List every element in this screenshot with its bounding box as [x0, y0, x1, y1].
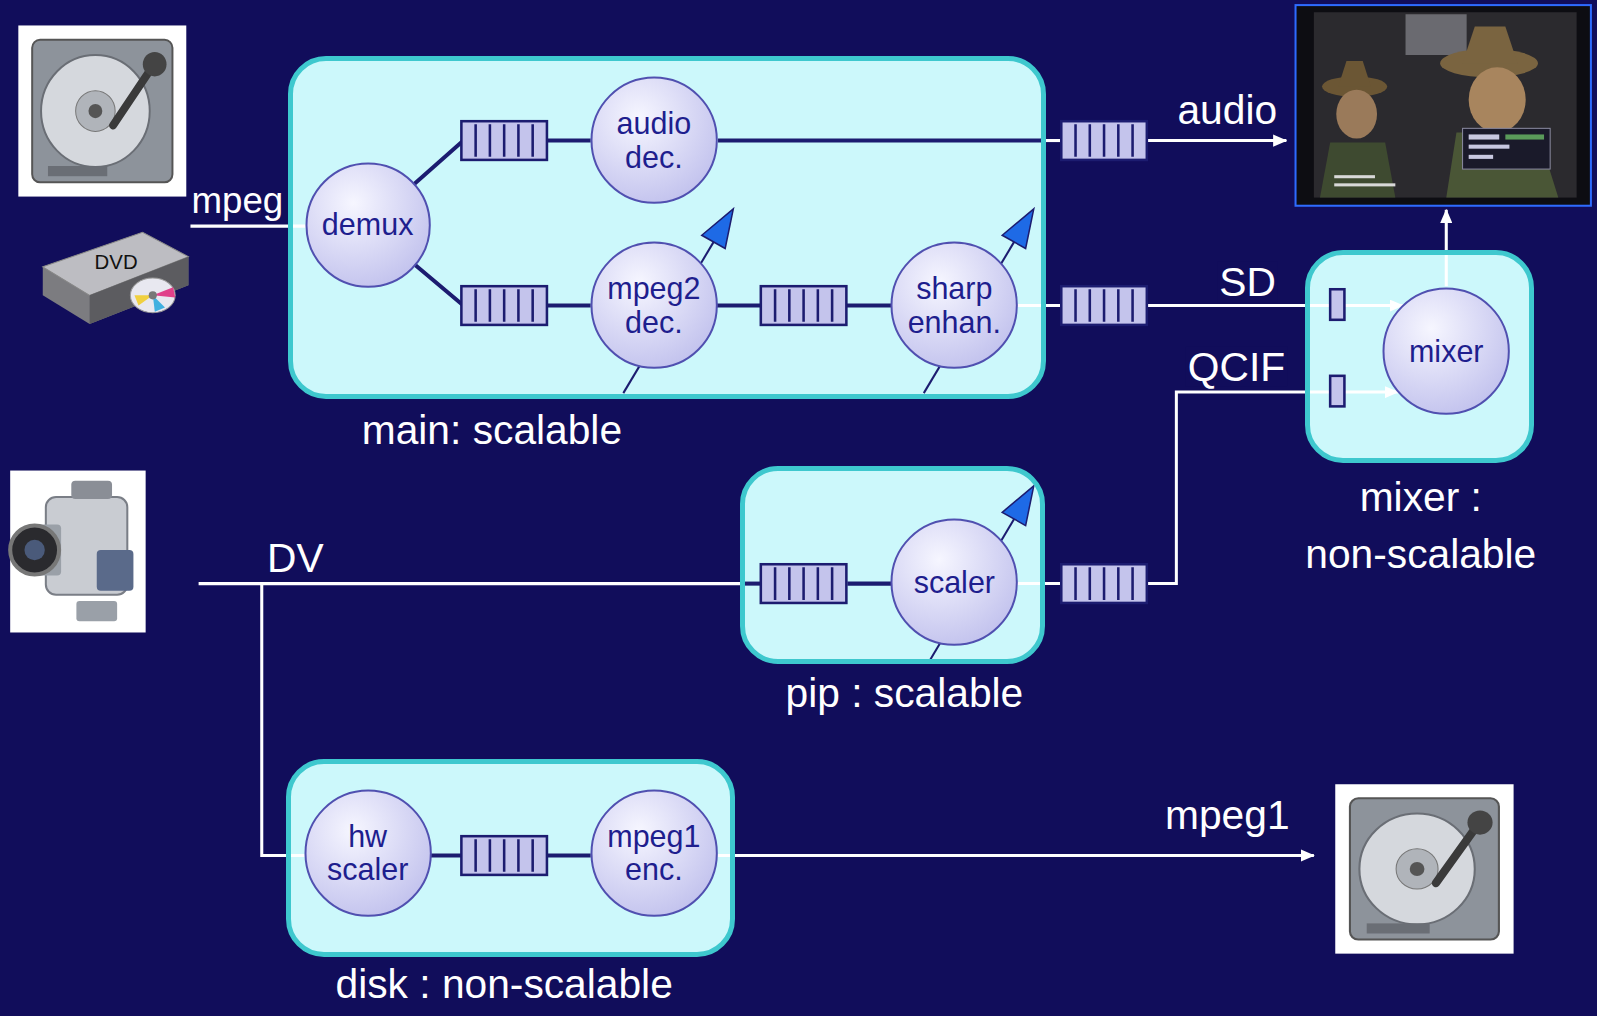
word: mpeg2 [607, 271, 700, 305]
signal-label: mpeg1 [1165, 794, 1290, 835]
word: hw [348, 819, 387, 853]
dvd-drive-icon [43, 232, 189, 324]
process-name: mpeg2 dec. [607, 272, 700, 339]
word: mixer [1409, 334, 1484, 368]
word: : [851, 669, 862, 715]
group-label: pip : scalable [786, 672, 1024, 713]
process-circle: scaler [890, 518, 1018, 646]
label-box: mpeg1 [1165, 794, 1290, 835]
circle-text-box: mixer [1409, 335, 1484, 369]
word: sharp [916, 271, 992, 305]
group-fill [288, 761, 733, 956]
signal-label: DV [267, 538, 324, 579]
label-box: audio [1177, 90, 1277, 131]
process-name: sharp enhan. [908, 272, 1001, 339]
word: : [1471, 474, 1482, 520]
edge-label-box: SD [1217, 262, 1278, 303]
signal-label: QCIF [1186, 346, 1287, 387]
hard-disk-icon [18, 25, 186, 196]
word: enc. [625, 852, 683, 886]
circle-text-box: audio dec. [617, 107, 692, 174]
process-name: mixer [1409, 335, 1484, 369]
label-box: DVD [95, 252, 138, 272]
word: audio [617, 106, 692, 140]
group-box: mixermixer : non-scalable [1305, 250, 1534, 464]
signal-label: mpeg [191, 182, 283, 219]
word: mixer [1360, 474, 1460, 520]
group-box: hw scalermpeg1 enc.disk : non-scalable [286, 759, 735, 958]
word: scaler [914, 565, 995, 599]
word: disk [335, 960, 407, 1006]
word: scalable [473, 406, 622, 452]
process-name: scaler [914, 566, 995, 600]
signal-label: DVD [95, 252, 138, 272]
word: scalable [874, 669, 1023, 715]
word: mpeg1 [607, 819, 700, 853]
circle-text-box: mpeg2 dec. [607, 272, 700, 339]
group-fill [742, 468, 1043, 662]
process-circle: sharp enhan. [890, 241, 1018, 369]
circle-shape [591, 791, 716, 916]
circle-text-box: hw scaler [327, 820, 408, 887]
signal-label: SD [1217, 262, 1278, 303]
monitor-picture [1296, 5, 1591, 206]
word: demux [322, 207, 414, 241]
word: pip [786, 669, 840, 715]
process-circle: demux [305, 162, 431, 288]
wires [190, 141, 1446, 856]
group-box: demuxaudio dec.mpeg2 dec.sharp enhan.mai… [288, 56, 1046, 399]
label-box: DV [267, 538, 324, 579]
group-label: mixer : non-scalable [1268, 469, 1574, 583]
circle-text-box: scaler [914, 566, 995, 600]
word: dec. [625, 305, 683, 339]
group-label-box: main: scalable [362, 409, 622, 450]
hard-disk-icon [1335, 784, 1513, 953]
group-label: main: scalable [362, 409, 622, 450]
word: non-scalable [1305, 531, 1536, 577]
signal-label: audio [1177, 90, 1277, 131]
process-name: demux [322, 208, 414, 242]
circle-text-box: sharp enhan. [908, 272, 1001, 339]
word: : [419, 960, 430, 1006]
process-circle: mpeg1 enc. [590, 789, 718, 917]
word: scaler [327, 852, 408, 886]
process-circle: mixer [1382, 287, 1510, 415]
process-circle: mpeg2 dec. [590, 241, 718, 369]
circle-shape [591, 243, 716, 368]
circle-shape [591, 78, 716, 203]
process-name: hw scaler [327, 820, 408, 887]
group-label-box: disk : non-scalable [335, 963, 672, 1004]
word: non-scalable [442, 960, 673, 1006]
group-label-box: pip : scalable [786, 672, 1024, 713]
group-box: scalerpip : scalable [740, 466, 1045, 664]
word: enhan. [908, 305, 1001, 339]
circle-shape [892, 243, 1017, 368]
process-name: audio dec. [617, 107, 692, 174]
circle-shape [1384, 289, 1509, 414]
label-box: mpeg [191, 182, 283, 219]
group-label-box: mixer : non-scalable [1268, 469, 1574, 583]
circle-shape [892, 520, 1017, 645]
group-label: disk : non-scalable [335, 963, 672, 1004]
camcorder-icon [10, 471, 145, 633]
word: dec. [625, 140, 683, 174]
circle-text-box: mpeg1 enc. [607, 820, 700, 887]
circle-text-box: demux [322, 208, 414, 242]
edge-label-box: QCIF [1186, 346, 1287, 387]
circle-shape [305, 791, 430, 916]
group-fill [1307, 252, 1532, 462]
circle-shape [306, 163, 429, 286]
process-circle: hw scaler [304, 789, 432, 917]
group-fill [290, 58, 1044, 397]
word: main: [362, 406, 462, 452]
process-circle: audio dec. [590, 76, 718, 204]
process-name: mpeg1 enc. [607, 820, 700, 887]
